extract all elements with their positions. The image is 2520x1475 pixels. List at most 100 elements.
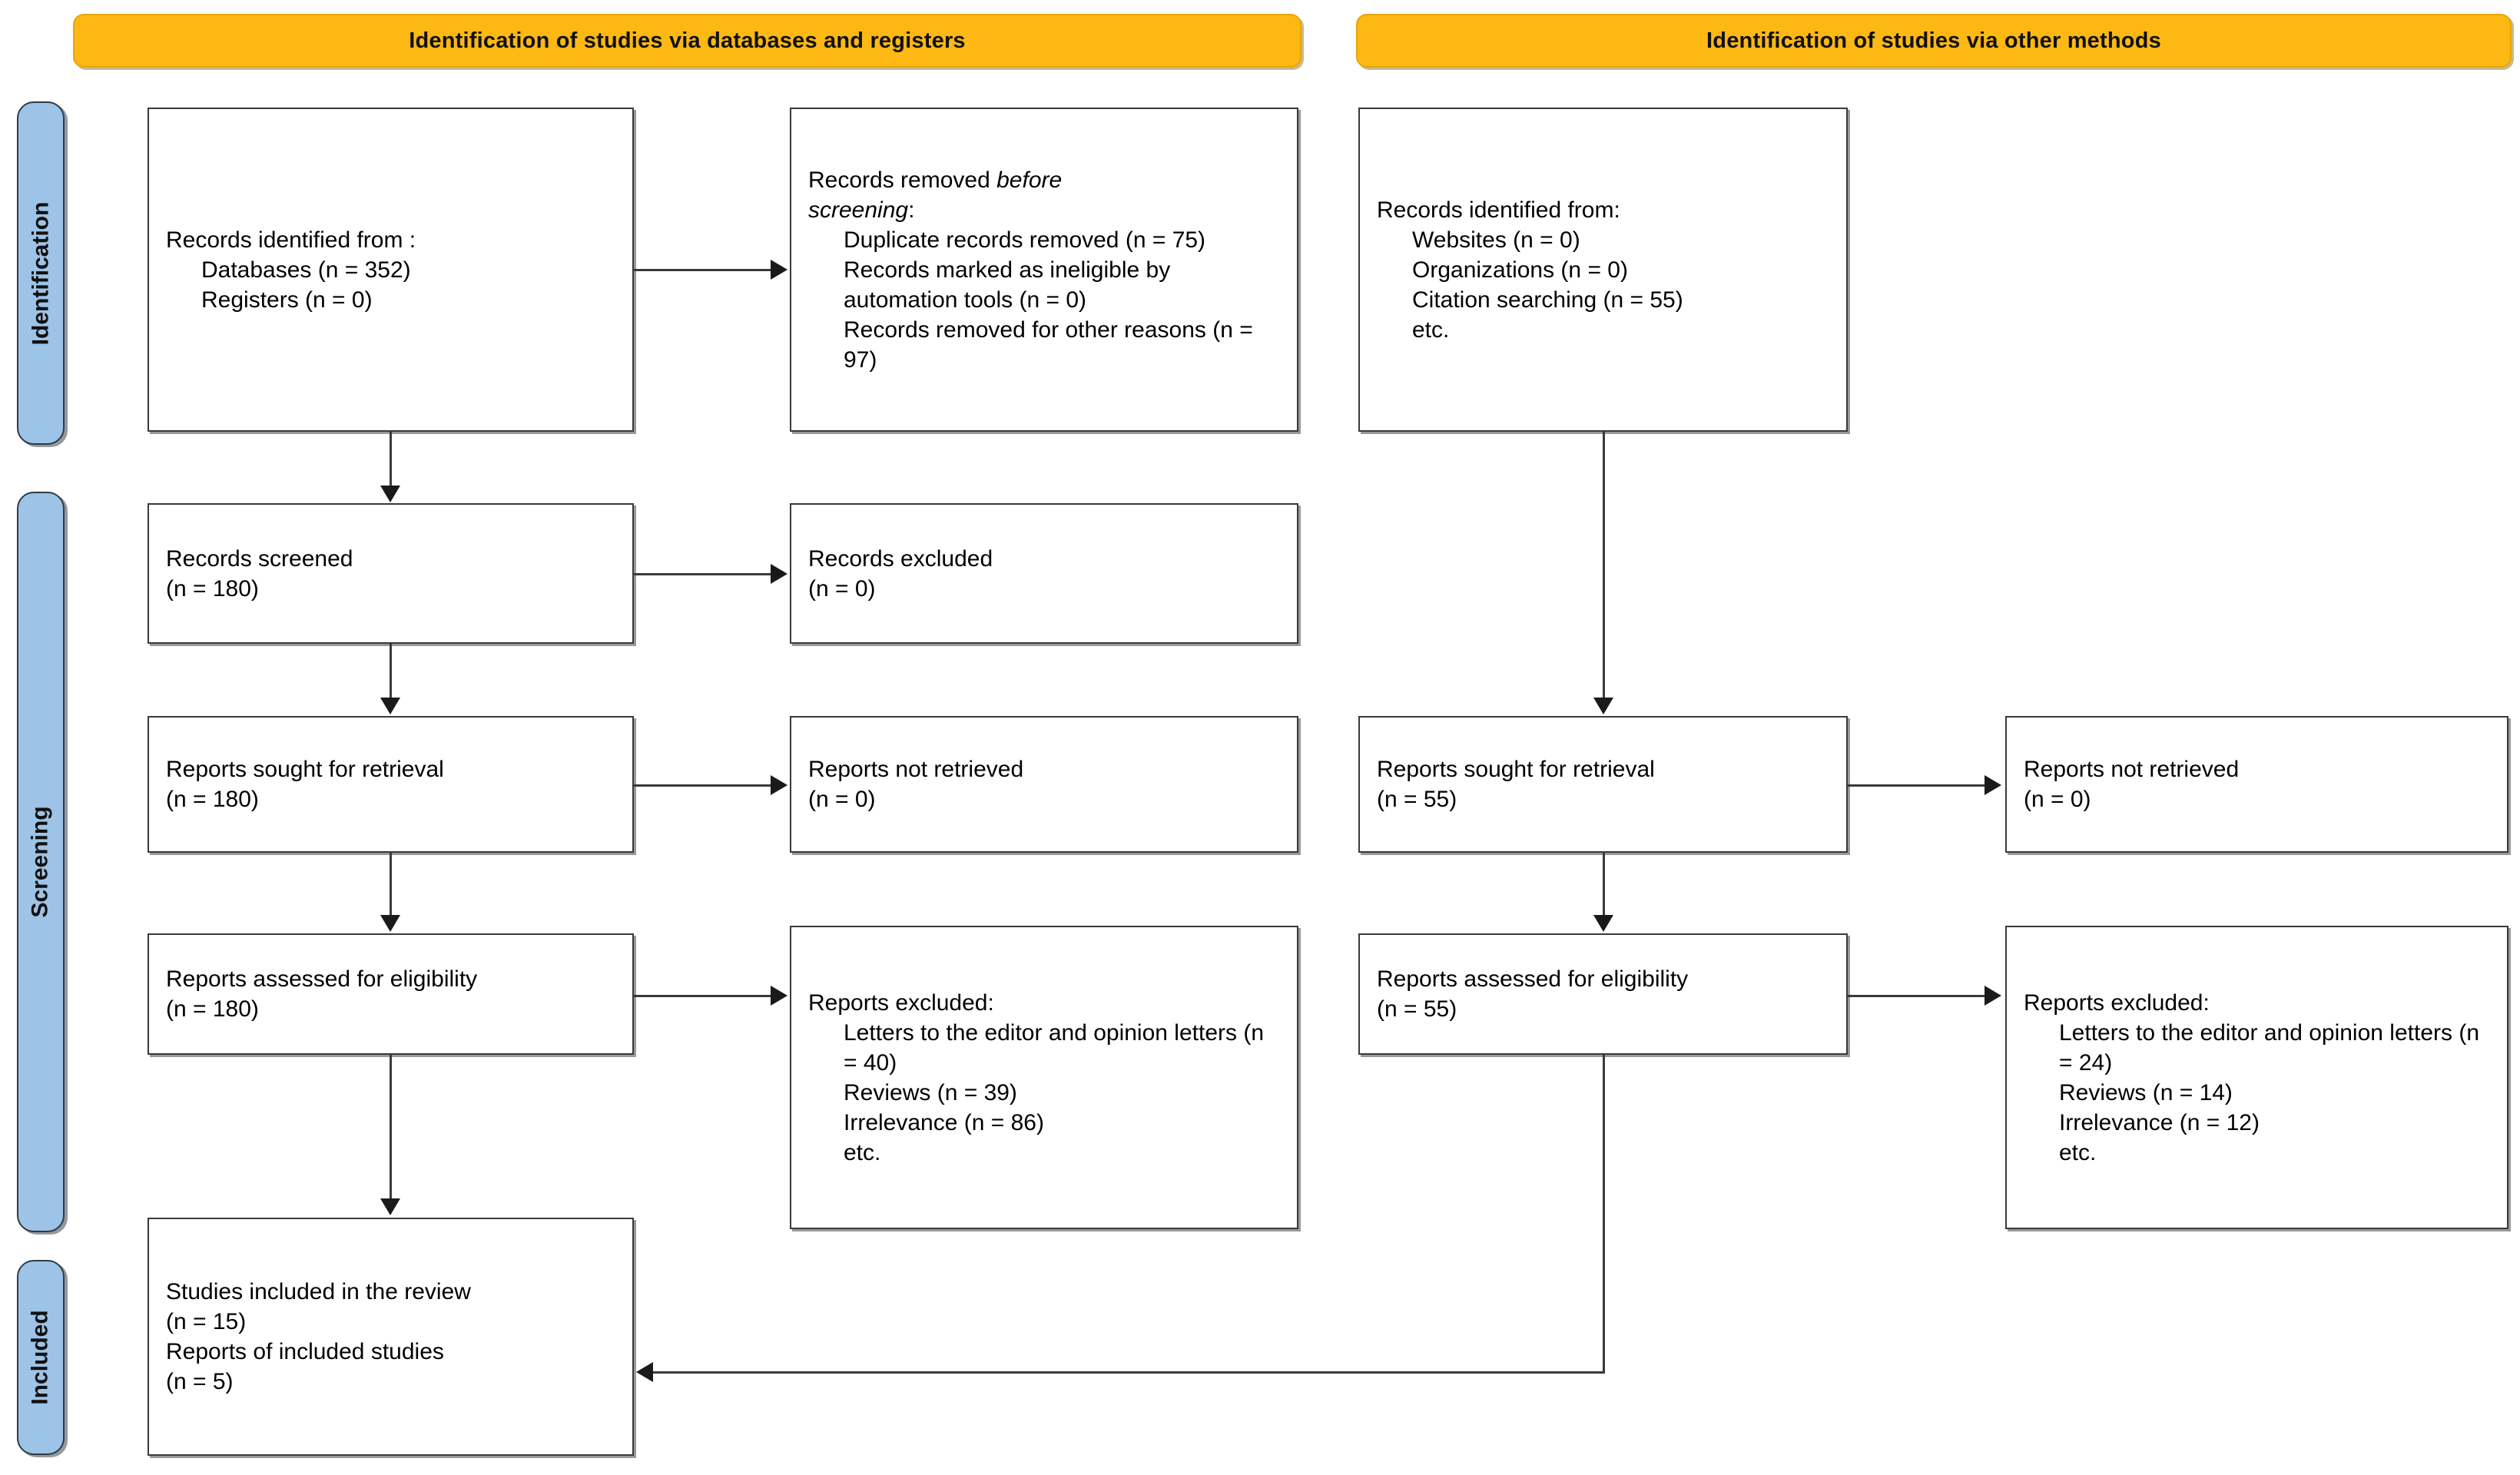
reports-excluded-left-irrelevance: Irrelevance (n = 86) [844, 1109, 1044, 1135]
arrowhead-right-assessed-to-included [636, 1362, 653, 1382]
connector-other-identified-to-sought [1603, 432, 1605, 699]
reports-excluded-left-etc: etc. [844, 1139, 881, 1165]
connector-assessed-to-excluded-right [1848, 995, 1986, 997]
records-identified-citation-searching: Citation searching (n = 55) [1412, 287, 1683, 313]
reports-not-retrieved-left-count: (n = 0) [808, 787, 876, 812]
reports-of-included-line: Reports of included studies [166, 1339, 444, 1364]
records-removed-line1: Records removed before [808, 167, 1063, 193]
records-identified-organizations: Organizations (n = 0) [1412, 257, 1628, 283]
arrowhead-other-identified-to-sought [1593, 698, 1613, 714]
box-reports-sought-left: Reports sought for retrieval (n = 180) [148, 716, 634, 853]
records-screened-line1: Records screened [166, 545, 353, 572]
connector-screened-to-excluded [634, 573, 772, 575]
connector-sought-to-assessed-right [1603, 853, 1605, 916]
box-records-excluded: Records excluded (n = 0) [790, 503, 1298, 644]
box-records-identified-databases-text: Records identified from : Databases (n =… [149, 225, 433, 315]
records-identified-registers: Registers (n = 0) [201, 287, 373, 313]
arrowhead-sought-to-assessed-left [380, 915, 400, 932]
reports-excluded-right-reviews: Reviews (n = 14) [2059, 1079, 2233, 1105]
box-reports-assessed-right-text: Reports assessed for eligibility (n = 55… [1360, 964, 1705, 1024]
arrowhead-assessed-to-excluded-right [1984, 986, 2001, 1006]
arrowhead-sought-to-not-retrieved-left [771, 775, 788, 795]
arrowhead-assessed-to-included [380, 1198, 400, 1215]
box-records-removed-text: Records removed before screening: Duplic… [791, 165, 1297, 375]
records-identified-websites: Websites (n = 0) [1412, 227, 1580, 253]
box-records-removed-before-screening: Records removed before screening: Duplic… [790, 108, 1298, 432]
reports-excluded-right-irrelevance: Irrelevance (n = 12) [2059, 1109, 2260, 1135]
records-removed-automation: Records marked as ineligible by automati… [844, 257, 1171, 313]
reports-sought-right-line1: Reports sought for retrieval [1377, 757, 1655, 782]
stage-label-screening: Screening [17, 492, 65, 1232]
box-reports-not-retrieved-left: Reports not retrieved (n = 0) [790, 716, 1298, 853]
box-reports-sought-right: Reports sought for retrieval (n = 55) [1358, 716, 1848, 853]
arrowhead-identified-to-removed [771, 260, 788, 280]
box-reports-excluded-right-text: Reports excluded: Letters to the editor … [2007, 988, 2507, 1168]
reports-sought-left-count: (n = 180) [166, 787, 259, 812]
header-databases-registers: Identification of studies via databases … [73, 14, 1301, 68]
reports-excluded-left-reviews: Reviews (n = 39) [844, 1079, 1017, 1105]
reports-assessed-left-line1: Reports assessed for eligibility [166, 966, 478, 992]
reports-not-retrieved-left-line1: Reports not retrieved [808, 757, 1024, 782]
stage-label-identification: Identification [17, 101, 65, 445]
box-records-identified-other-text: Records identified from: Websites (n = 0… [1360, 195, 1700, 345]
reports-sought-left-line1: Reports sought for retrieval [166, 757, 444, 782]
box-records-identified-other: Records identified from: Websites (n = 0… [1358, 108, 1848, 432]
box-reports-assessed-right: Reports assessed for eligibility (n = 55… [1358, 933, 1848, 1055]
box-reports-excluded-right: Reports excluded: Letters to the editor … [2005, 926, 2508, 1229]
arrowhead-assessed-to-excluded-left [771, 986, 788, 1006]
connector-right-assessed-elbow-horizontal [653, 1371, 1605, 1374]
reports-excluded-right-letters: Letters to the editor and opinion letter… [2059, 1019, 2480, 1076]
box-records-screened: Records screened (n = 180) [148, 503, 634, 644]
box-reports-assessed-left-text: Reports assessed for eligibility (n = 18… [149, 964, 494, 1024]
reports-not-retrieved-right-count: (n = 0) [2024, 787, 2091, 812]
connector-assessed-to-included [390, 1055, 392, 1199]
arrowhead-sought-to-not-retrieved-right [1984, 775, 2001, 795]
reports-excluded-left-line1: Reports excluded: [808, 989, 994, 1016]
box-records-excluded-text: Records excluded (n = 0) [791, 544, 1010, 604]
reports-assessed-left-count: (n = 180) [166, 996, 259, 1022]
reports-excluded-right-etc: etc. [2059, 1139, 2097, 1165]
studies-included-count: (n = 15) [166, 1309, 247, 1334]
arrowhead-sought-to-assessed-right [1593, 915, 1613, 932]
stage-label-screening-text: Screening [28, 806, 53, 918]
records-removed-duplicates: Duplicate records removed (n = 75) [844, 227, 1206, 253]
reports-assessed-right-line1: Reports assessed for eligibility [1377, 966, 1689, 992]
records-identified-other-line1: Records identified from: [1377, 197, 1620, 223]
reports-of-included-count: (n = 5) [166, 1369, 234, 1394]
studies-included-line1: Studies included in the review [166, 1279, 471, 1304]
connector-assessed-to-excluded-left [634, 995, 772, 997]
arrowhead-screened-to-excluded [771, 564, 788, 584]
box-reports-assessed-left: Reports assessed for eligibility (n = 18… [148, 933, 634, 1055]
reports-not-retrieved-right-line1: Reports not retrieved [2024, 757, 2240, 782]
connector-sought-to-assessed-left [390, 853, 392, 916]
reports-sought-right-count: (n = 55) [1377, 787, 1457, 812]
box-reports-not-retrieved-right: Reports not retrieved (n = 0) [2005, 716, 2508, 853]
reports-excluded-right-line1: Reports excluded: [2024, 989, 2210, 1016]
box-records-identified-databases: Records identified from : Databases (n =… [148, 108, 634, 432]
box-reports-sought-left-text: Reports sought for retrieval (n = 180) [149, 754, 461, 814]
connector-screened-to-sought [390, 644, 392, 699]
records-identified-databases: Databases (n = 352) [201, 257, 411, 283]
records-excluded-line1: Records excluded [808, 545, 993, 572]
reports-assessed-right-count: (n = 55) [1377, 996, 1457, 1022]
connector-identified-to-removed [634, 269, 772, 271]
box-records-screened-text: Records screened (n = 180) [149, 544, 370, 604]
records-removed-other: Records removed for other reasons (n = 9… [844, 317, 1253, 373]
stage-label-included-text: Included [28, 1310, 53, 1405]
stage-label-identification-text: Identification [28, 201, 54, 345]
header-other-methods: Identification of studies via other meth… [1356, 14, 2512, 68]
connector-identified-to-screened [390, 432, 392, 487]
connector-right-assessed-elbow-vertical [1603, 1055, 1605, 1371]
connector-sought-to-not-retrieved-left [634, 784, 772, 787]
records-excluded-count: (n = 0) [808, 575, 876, 602]
box-reports-not-retrieved-left-text: Reports not retrieved (n = 0) [791, 754, 1040, 814]
box-reports-sought-right-text: Reports sought for retrieval (n = 55) [1360, 754, 1672, 814]
records-removed-screening-em: screening [808, 197, 909, 223]
box-studies-included: Studies included in the review (n = 15) … [148, 1218, 634, 1456]
box-reports-excluded-left: Reports excluded: Letters to the editor … [790, 926, 1298, 1229]
box-reports-not-retrieved-right-text: Reports not retrieved (n = 0) [2007, 754, 2256, 814]
box-studies-included-text: Studies included in the review (n = 15) … [149, 1277, 488, 1397]
records-identified-other-etc: etc. [1412, 317, 1450, 343]
records-identified-line1: Records identified from : [166, 227, 416, 253]
